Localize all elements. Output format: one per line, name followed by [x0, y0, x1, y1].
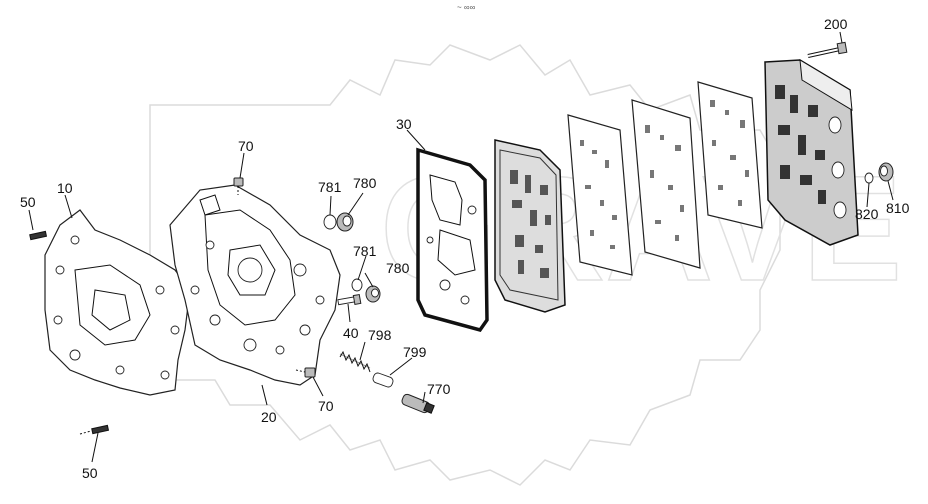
part-780-plug-upper [336, 212, 354, 232]
callout-200: 200 [824, 16, 848, 32]
part-70-plug-lower [295, 367, 316, 378]
callout-770: 770 [427, 381, 451, 397]
separator-plate-3 [697, 81, 763, 229]
callout-50-upper: 50 [20, 194, 36, 210]
callout-798: 798 [368, 327, 392, 343]
callout-70-lower: 70 [318, 398, 334, 414]
part-820-washer [864, 172, 874, 184]
part-798-spring [339, 350, 371, 373]
callout-10: 10 [57, 180, 73, 196]
intermediate-valve-plate [494, 139, 566, 313]
callout-810: 810 [886, 200, 910, 216]
separator-plate-1 [567, 114, 633, 276]
part-70-plug-upper [233, 177, 244, 195]
part-10-gasket [44, 209, 191, 396]
top-mark: ~ ∞∞ [457, 3, 476, 12]
separator-plate-2 [631, 99, 701, 269]
callout-780-lower: 780 [386, 260, 410, 276]
part-50-bolt-lower [79, 424, 110, 435]
callout-40: 40 [343, 325, 359, 341]
valve-body [764, 59, 859, 246]
part-780-plug-lower [365, 285, 381, 303]
part-770-valve [401, 393, 435, 414]
callout-799: 799 [403, 344, 427, 360]
part-20-housing [169, 184, 341, 386]
part-50-bolt-upper [29, 230, 48, 241]
part-799-piston [372, 372, 394, 388]
leader-lines [28, 31, 894, 463]
callout-781-lower: 781 [353, 243, 377, 259]
callout-781-upper: 781 [318, 179, 342, 195]
part-781-oring-lower [351, 278, 363, 292]
callout-labels: 10 20 30 40 50 50 70 70 200 770 780 780 … [20, 16, 910, 481]
callout-50-lower: 50 [82, 465, 98, 481]
part-40-bolt [337, 293, 362, 306]
callout-20: 20 [261, 409, 277, 425]
callout-30: 30 [396, 116, 412, 132]
part-781-oring-upper [323, 214, 337, 230]
callout-820: 820 [855, 206, 879, 222]
part-200-bolt [807, 41, 848, 58]
callout-780-upper: 780 [353, 175, 377, 191]
part-30-gasket-plate [416, 147, 489, 333]
callout-70-upper: 70 [238, 138, 254, 154]
part-810-plug [878, 162, 894, 182]
